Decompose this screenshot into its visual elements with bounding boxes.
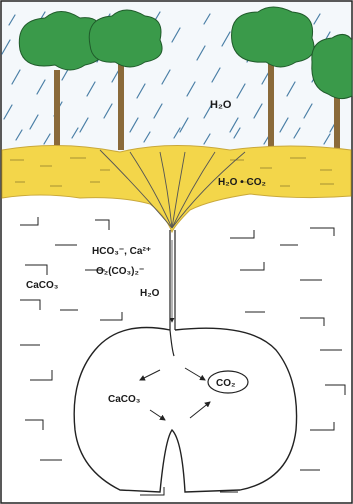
label-soil-mix: H₂O • CO₂ <box>218 177 266 188</box>
arrow-icon <box>139 369 161 381</box>
label-water: H₂O <box>210 99 232 111</box>
arrow-icon <box>149 409 166 421</box>
vertical-fissure <box>169 230 176 330</box>
tree-icon <box>231 6 315 152</box>
label-ions-line1: HCO₃⁻, Ca²⁺ <box>92 246 151 257</box>
tree-icon <box>88 9 163 150</box>
co2-bubble <box>207 370 249 394</box>
arrow-icon <box>189 401 211 419</box>
limestone-bedrock <box>20 217 346 496</box>
stalactite <box>169 329 175 357</box>
cave-chamber <box>73 326 298 493</box>
label-cave-limestone: CaCO₃ <box>108 394 141 405</box>
arrow-icon <box>184 367 206 381</box>
soil-layer <box>1 144 352 234</box>
infiltration-flow-lines <box>99 149 246 229</box>
soil-texture <box>10 157 334 187</box>
label-limestone: CaCO₃ <box>26 280 59 291</box>
label-ions-line2: O₂(CO₃)₂⁻ <box>96 266 144 277</box>
tree-icon <box>311 34 353 150</box>
label-ions-line3: H₂O <box>140 288 160 299</box>
label-cave-gas: CO₂ <box>216 378 235 389</box>
